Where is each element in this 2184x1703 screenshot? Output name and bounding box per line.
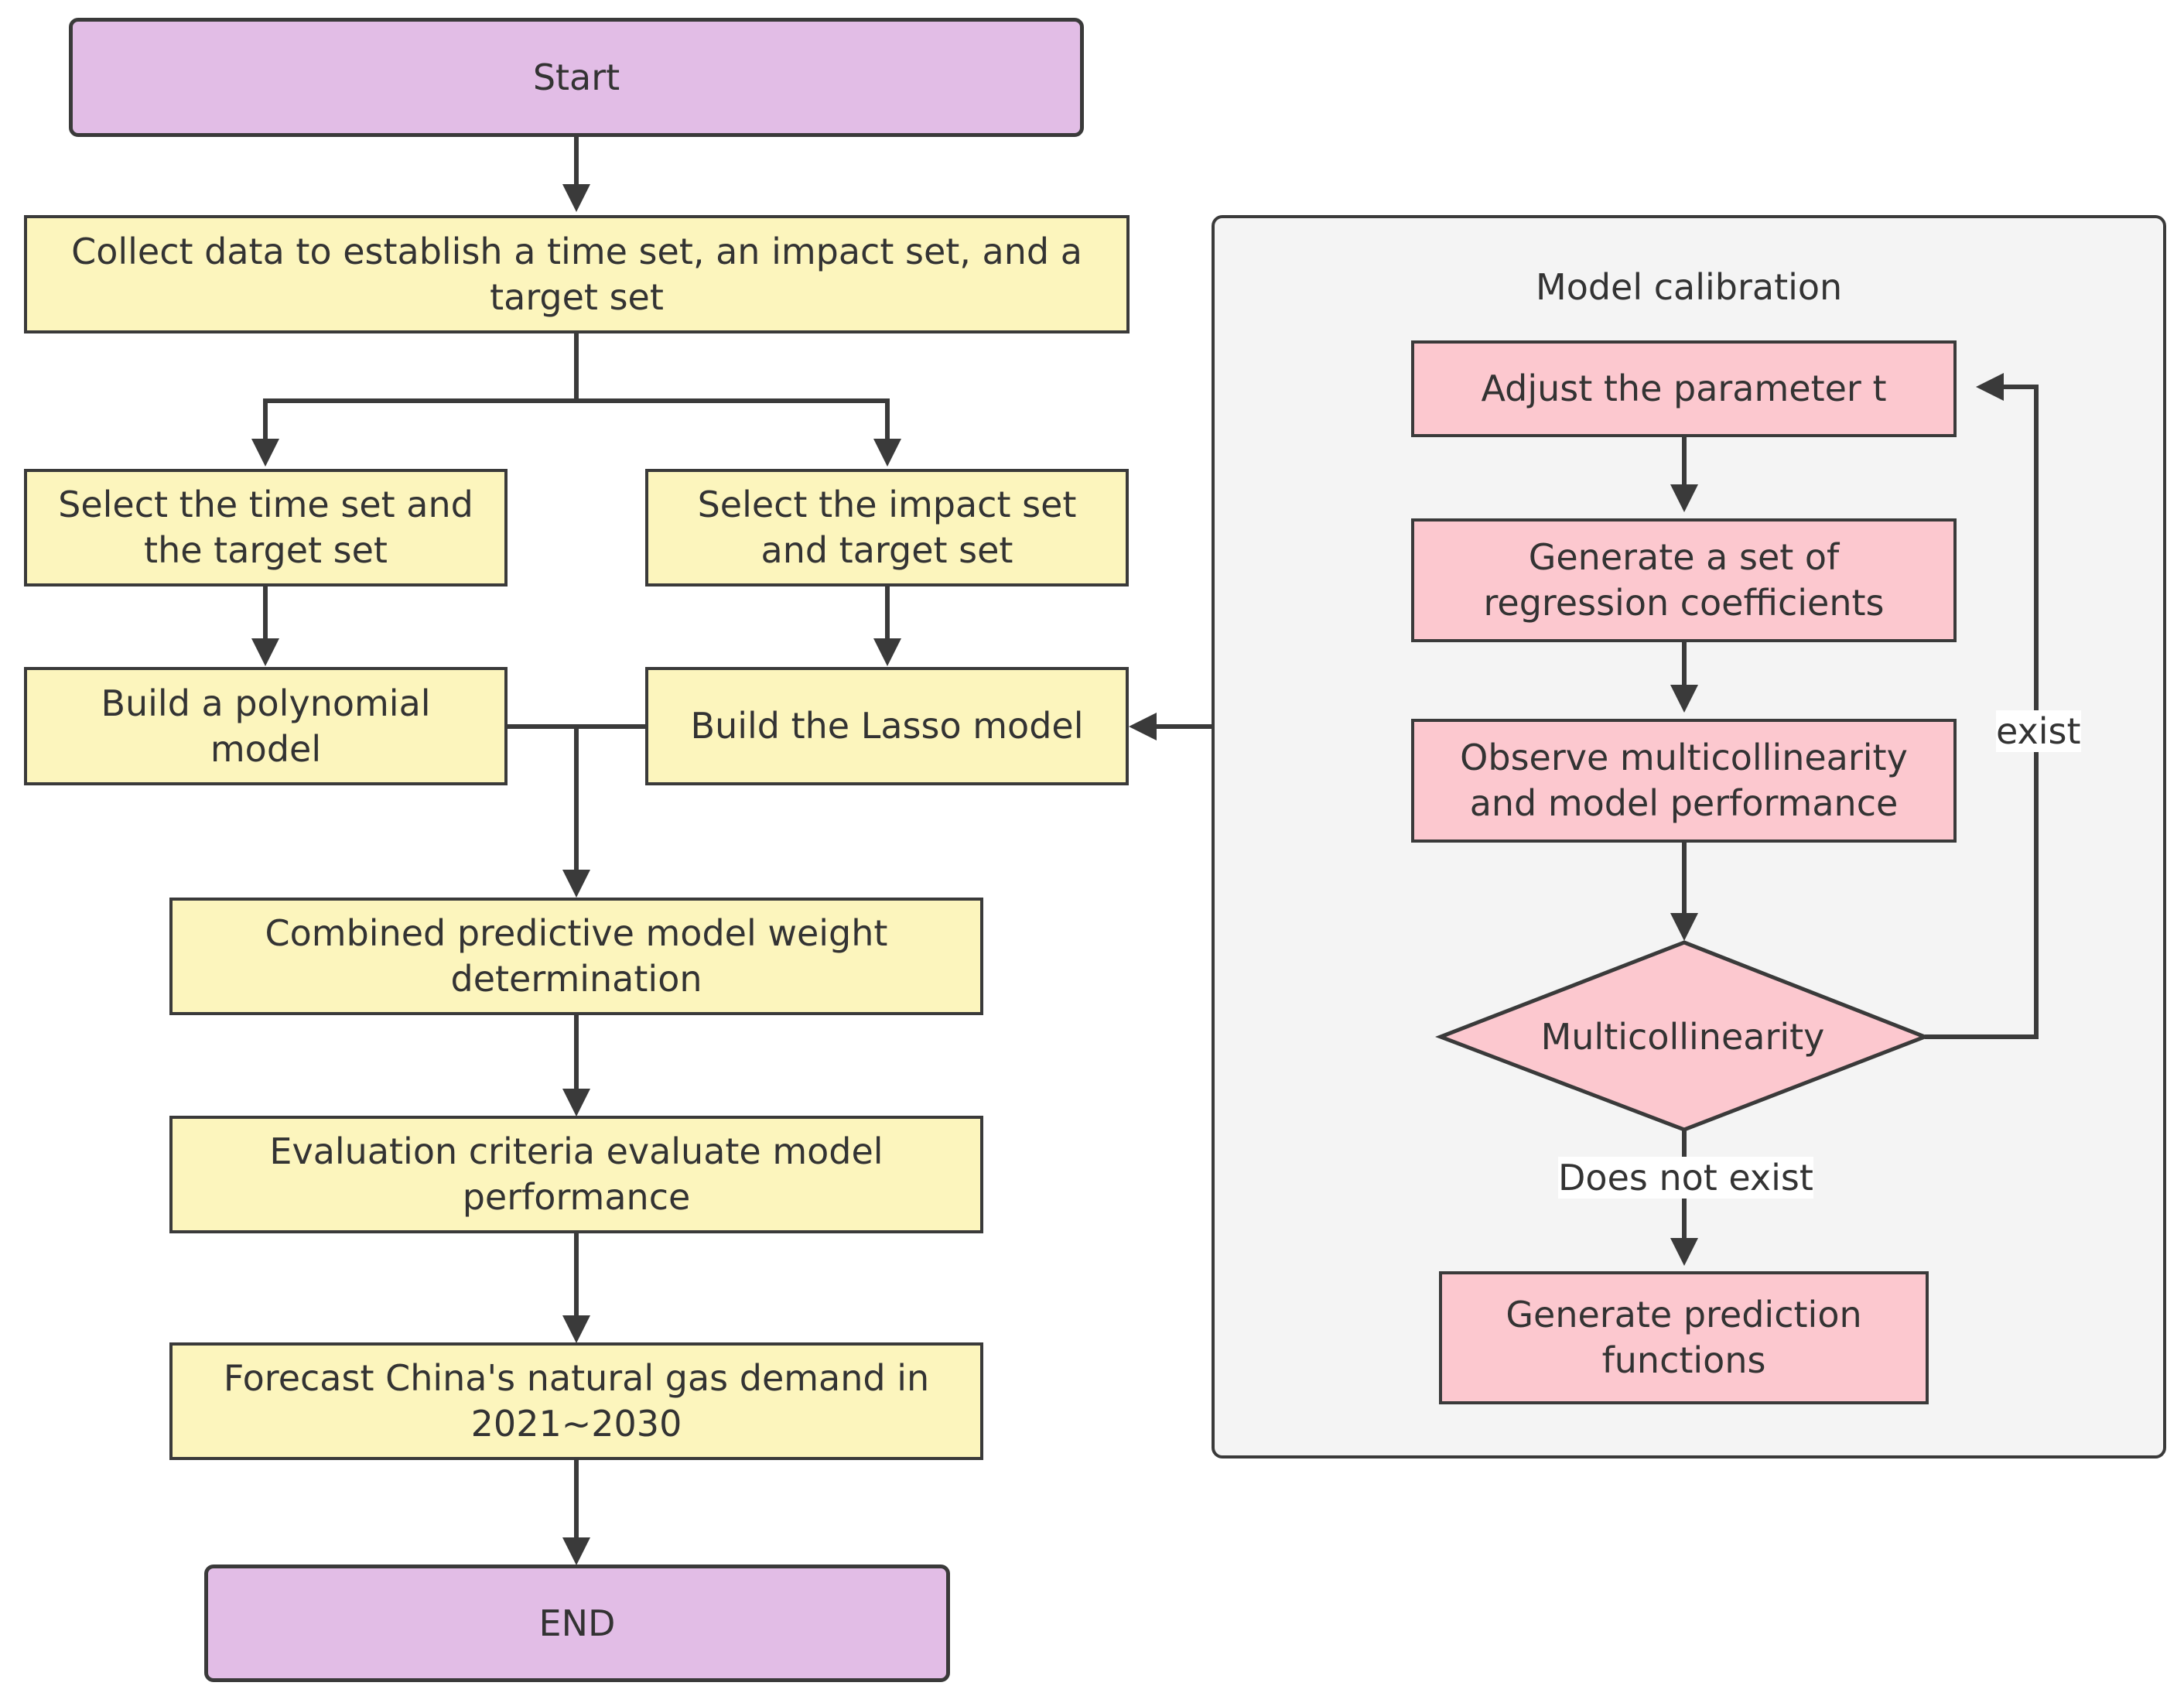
arrowhead (562, 1537, 590, 1565)
arrowhead (562, 1315, 590, 1343)
end-node: END (204, 1565, 950, 1682)
exist-edge-label: exist (1996, 710, 2081, 752)
generate-coefficients-node: Generate a set of regression coefficient… (1411, 518, 1957, 642)
arrowhead (1670, 685, 1698, 713)
arrowhead (873, 439, 901, 467)
arrowhead (1670, 484, 1698, 512)
arrowhead (562, 870, 590, 898)
generate-prediction-node: Generate prediction functions (1439, 1271, 1929, 1404)
model-calibration-title: Model calibration (1536, 266, 1843, 308)
select-time-set-node: Select the time set and the target set (24, 469, 508, 586)
evaluation-criteria-node: Evaluation criteria evaluate model perfo… (169, 1116, 983, 1233)
select-impact-set-node: Select the impact set and target set (645, 469, 1129, 586)
build-polynomial-model-node: Build a polynomial model (24, 667, 508, 785)
arrowhead (562, 1089, 590, 1117)
collect-data-node: Collect data to establish a time set, an… (24, 215, 1130, 333)
arrowhead (1670, 913, 1698, 941)
multicollinearity-decision-label: Multicollinearity (1540, 1015, 1825, 1058)
build-lasso-model-node: Build the Lasso model (645, 667, 1129, 785)
combined-model-weight-node: Combined predictive model weight determi… (169, 898, 983, 1015)
arrowhead (562, 184, 590, 212)
arrowhead (873, 638, 901, 666)
observe-multicollinearity-node: Observe multicollinearity and model perf… (1411, 719, 1957, 843)
arrowhead (251, 638, 279, 666)
arrowhead (1976, 373, 2004, 401)
start-node: Start (69, 18, 1084, 137)
does-not-exist-edge-label: Does not exist (1558, 1157, 1813, 1199)
forecast-demand-node: Forecast China's natural gas demand in 2… (169, 1342, 983, 1460)
arrowhead (1670, 1238, 1698, 1266)
edge-collect-split (263, 333, 579, 439)
arrowhead (1129, 713, 1157, 740)
multicollinearity-diamond (1435, 940, 1930, 1132)
arrowhead (251, 439, 279, 467)
adjust-parameter-node: Adjust the parameter t (1411, 340, 1957, 437)
edge-split-impact (576, 398, 890, 439)
